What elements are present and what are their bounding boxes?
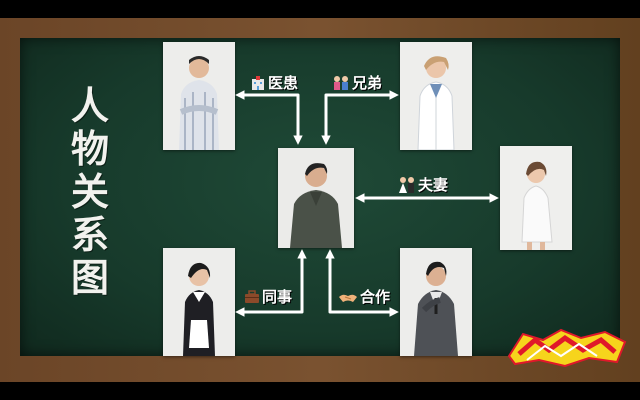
label-spouse: 夫妻 — [398, 176, 448, 194]
title-char: 关 — [70, 169, 109, 214]
briefcase-icon — [244, 290, 260, 304]
title-char: 物 — [70, 126, 109, 171]
label-partners: 合作 — [338, 288, 390, 306]
label-doctor-patient: 医患 — [250, 74, 298, 92]
relation-text: 合作 — [360, 288, 391, 306]
photo-protagonist — [278, 148, 354, 248]
arrow-brothers — [321, 90, 399, 145]
relation-text: 医患 — [268, 74, 299, 92]
protagonist-figure — [278, 148, 354, 248]
bride-groom-icon — [398, 176, 416, 194]
partner-figure — [400, 248, 472, 356]
colleague-figure — [163, 248, 235, 356]
relation-text: 夫妻 — [418, 176, 449, 194]
label-brothers: 兄弟 — [332, 74, 382, 92]
arrow-doctor-patient — [235, 90, 303, 145]
title-char: 人 — [70, 83, 109, 128]
show-logo — [507, 328, 627, 368]
hospital-icon — [250, 75, 266, 91]
doctor-figure — [400, 42, 472, 150]
photo-doctor — [400, 42, 472, 150]
arrow-colleagues — [235, 249, 307, 317]
title-char: 系 — [70, 212, 109, 257]
label-colleagues: 同事 — [244, 288, 292, 306]
photo-colleague — [163, 248, 235, 356]
photo-partner — [400, 248, 472, 356]
handshake-icon — [338, 290, 358, 304]
two-kids-icon — [332, 75, 350, 91]
arrow-partners — [325, 249, 399, 317]
title-char: 图 — [70, 255, 109, 300]
relation-text: 同事 — [262, 288, 293, 306]
wife-figure — [500, 146, 572, 250]
diagram-title: 人 物 关 系 图 — [66, 84, 114, 299]
patient-figure — [163, 42, 235, 150]
photo-patient — [163, 42, 235, 150]
relation-text: 兄弟 — [352, 74, 383, 92]
photo-wife — [500, 146, 572, 250]
